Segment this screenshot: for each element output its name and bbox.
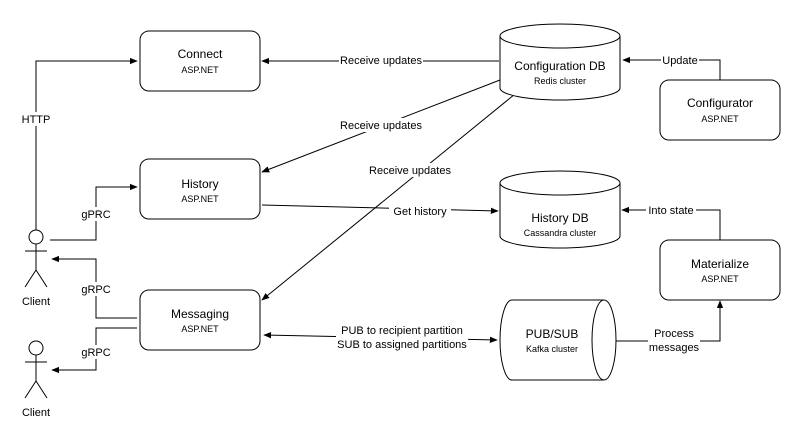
- label-get-history: Get history: [393, 206, 447, 218]
- pubsub-cylinder: PUB/SUB Kafka cluster: [499, 299, 617, 381]
- configurator-title: Configurator: [687, 96, 753, 110]
- client-2-label: Client: [22, 407, 50, 419]
- materialize-subtitle: ASP.NET: [701, 274, 739, 284]
- edge-http: [35, 57, 138, 230]
- label-pub: PUB to recipient partition: [341, 325, 463, 337]
- materialize-node: Materialize ASP.NET: [659, 239, 781, 301]
- history-title: History: [181, 177, 218, 191]
- history-db-cylinder: History DB Cassandra cluster: [499, 170, 621, 249]
- config-db-title: Configuration DB: [514, 59, 605, 73]
- label-process: Process: [654, 328, 694, 340]
- label-http: HTTP: [22, 114, 51, 126]
- messaging-subtitle: ASP.NET: [181, 324, 219, 334]
- client-actor-1: Client: [22, 229, 50, 308]
- history-subtitle: ASP.NET: [181, 194, 219, 204]
- connect-node: Connect ASP.NET: [139, 30, 261, 92]
- history-db-title: History DB: [531, 211, 588, 225]
- label-grpc-messaging: gRPC: [81, 284, 110, 296]
- label-messages: messages: [649, 342, 700, 354]
- connect-title: Connect: [178, 47, 223, 61]
- label-into-state: Into state: [648, 205, 693, 217]
- materialize-title: Materialize: [691, 257, 749, 271]
- label-receive-connect: Receive updates: [340, 55, 422, 67]
- edge-update: [622, 56, 721, 80]
- pubsub-title: PUB/SUB: [526, 327, 579, 341]
- label-receive-history: Receive updates: [340, 120, 422, 132]
- messaging-title: Messaging: [171, 307, 229, 321]
- label-sub: SUB to assigned partitions: [337, 339, 467, 351]
- label-grpc-client2: gRPC: [81, 347, 110, 359]
- connect-subtitle: ASP.NET: [181, 65, 219, 75]
- configurator-node: Configurator ASP.NET: [659, 79, 781, 141]
- history-db-subtitle: Cassandra cluster: [524, 228, 597, 238]
- client-actor-2: Client: [22, 340, 50, 419]
- configurator-subtitle: ASP.NET: [701, 114, 739, 124]
- label-grpc-history: gPRC: [81, 209, 110, 221]
- edge-get-history: [261, 204, 499, 215]
- config-db-cylinder: Configuration DB Redis cluster: [499, 23, 621, 101]
- client-1-label: Client: [22, 296, 50, 308]
- history-node: History ASP.NET: [139, 158, 261, 220]
- edge-receive-messaging: [261, 89, 521, 301]
- pubsub-subtitle: Kafka cluster: [526, 344, 578, 354]
- messaging-node: Messaging ASP.NET: [139, 289, 261, 351]
- label-receive-messaging: Receive updates: [369, 165, 451, 177]
- label-update: Update: [662, 55, 697, 67]
- config-db-subtitle: Redis cluster: [534, 76, 586, 86]
